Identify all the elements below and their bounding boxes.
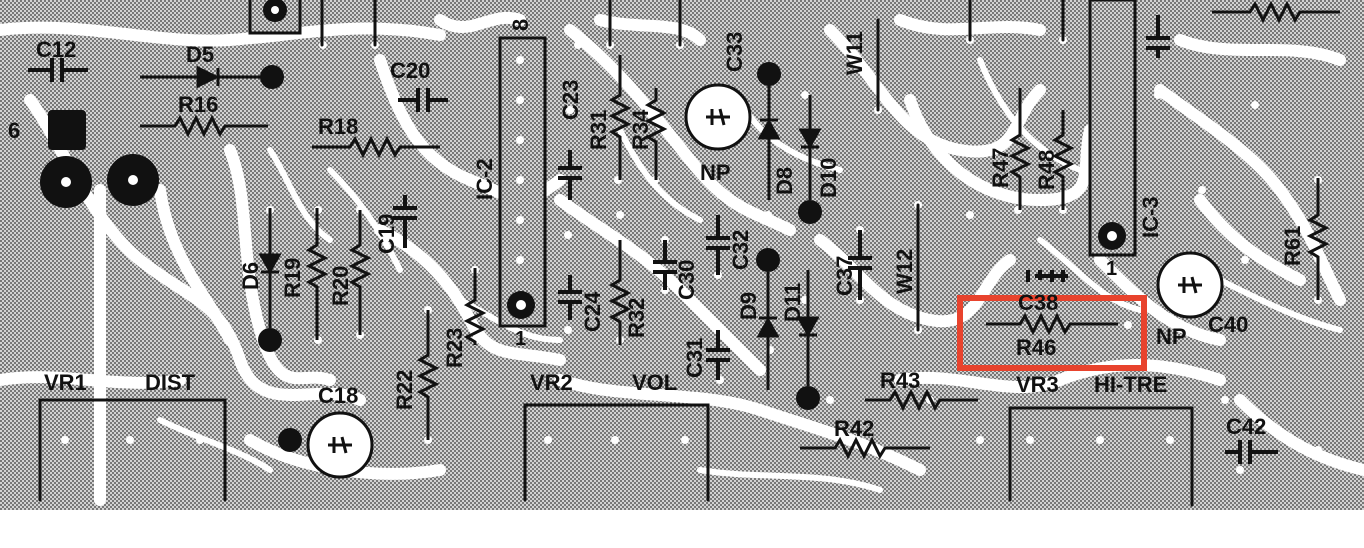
- resistor-symbols: [140, 0, 1340, 460]
- label-d9: D9: [736, 292, 761, 320]
- label-r20: R20: [328, 266, 353, 306]
- label-w12: W12: [892, 249, 917, 294]
- label-d11: D11: [780, 283, 805, 322]
- vr2-outline: [523, 403, 710, 502]
- label-ic3: IC-3: [1138, 196, 1163, 238]
- label-d5: D5: [186, 42, 214, 67]
- label-r46: R46: [1016, 335, 1056, 360]
- component-labels: C12 D5 R16 R18 C20 6 8 1 1 C23 IC-2 R31 …: [8, 19, 1305, 441]
- solder-dots: [258, 62, 822, 452]
- ic-3-outline: [1088, 0, 1137, 257]
- label-c33: C33: [722, 32, 747, 72]
- label-c19: C19: [374, 214, 399, 254]
- label-num1-ic2: 1: [515, 328, 526, 350]
- label-vr2: VR2: [530, 370, 573, 395]
- vr1-outline: [38, 398, 227, 502]
- label-d10: D10: [816, 158, 841, 198]
- label-c12: C12: [36, 37, 76, 62]
- label-c32: C32: [728, 230, 753, 270]
- label-num6: 6: [8, 118, 20, 143]
- label-r22: R22: [392, 370, 417, 410]
- vr3-outline: [1008, 406, 1194, 507]
- label-c24: C24: [580, 291, 605, 332]
- label-hi-tre: HI-TRE: [1094, 372, 1167, 397]
- label-r19: R19: [280, 258, 305, 298]
- label-r48: R48: [1034, 150, 1059, 190]
- label-np-1: NP: [700, 160, 731, 185]
- label-c40: C40: [1208, 312, 1248, 337]
- label-r31: R31: [586, 110, 611, 150]
- label-d6: D6: [238, 262, 263, 290]
- label-num1-ic3: 1: [1106, 258, 1117, 280]
- jumper-wires: [320, 0, 1065, 332]
- label-c23: C23: [558, 80, 583, 120]
- label-vol: VOL: [632, 370, 677, 395]
- label-r16: R16: [178, 92, 218, 117]
- label-w11: W11: [842, 31, 867, 75]
- label-r47: R47: [988, 148, 1013, 188]
- board-edge-white: [0, 510, 1364, 548]
- label-c31: C31: [682, 338, 707, 378]
- label-r32: R32: [624, 298, 649, 338]
- label-c37: C37: [832, 256, 857, 296]
- copper-area: [0, 0, 1364, 510]
- label-ic2: IC-2: [472, 158, 497, 200]
- label-c42: C42: [1226, 414, 1266, 439]
- label-d8: D8: [772, 167, 797, 195]
- label-r43: R43: [880, 368, 920, 393]
- label-vr3: VR3: [1016, 372, 1059, 397]
- capacitor-symbols: [28, 15, 1278, 464]
- connector-square-pad: [48, 110, 86, 150]
- label-c38: C38: [1018, 290, 1058, 315]
- label-dist: DIST: [145, 370, 196, 395]
- label-np-2: NP: [1156, 324, 1187, 349]
- diode-symbols: [140, 65, 822, 390]
- label-num8: 8: [508, 19, 533, 31]
- label-c18: C18: [318, 383, 358, 408]
- r46-highlight-box: [957, 295, 1147, 371]
- label-c20: C20: [390, 58, 430, 83]
- label-r34: R34: [628, 109, 653, 150]
- label-vr1: VR1: [44, 370, 87, 395]
- label-r18: R18: [318, 114, 358, 139]
- label-r23: R23: [442, 328, 467, 368]
- label-r61: R61: [1280, 226, 1305, 266]
- label-r42: R42: [834, 416, 874, 441]
- label-c30: C30: [674, 260, 699, 300]
- electrolytic-capacitors: [306, 83, 1224, 479]
